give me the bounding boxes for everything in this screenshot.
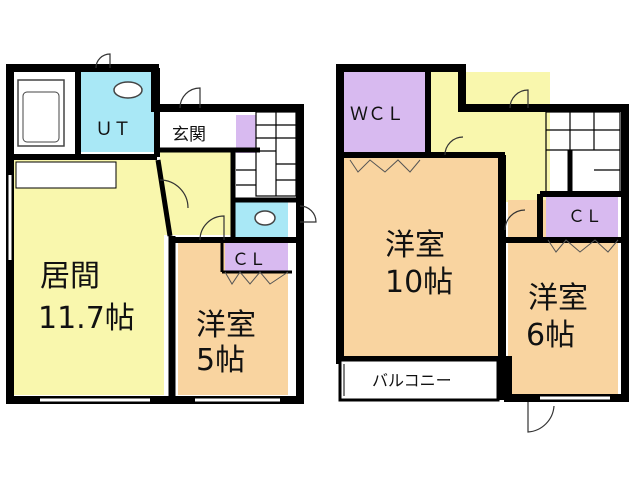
closet-label-2f: ＣＬ xyxy=(568,207,602,227)
wcl-area xyxy=(344,72,426,152)
living-room-name: 居間 xyxy=(40,259,100,294)
floor-2: ＷＣＬ 洋室 10帖 洋室 6帖 ＣＬ バルコニー xyxy=(336,64,629,433)
room6-name: 洋室 xyxy=(528,281,588,316)
room10-name: 洋室 xyxy=(385,228,445,263)
door-swing xyxy=(199,215,225,241)
door-swing xyxy=(504,209,526,231)
toilet-icon xyxy=(254,210,276,226)
closet-label-1f: ＣＬ xyxy=(232,250,266,270)
door-swing xyxy=(444,136,464,156)
door-swing xyxy=(95,53,111,69)
door-swing xyxy=(299,205,317,223)
room5-name: 洋室 xyxy=(196,308,256,343)
stairs-2f xyxy=(545,111,621,193)
closet-1f xyxy=(225,243,288,271)
door-swing xyxy=(179,87,201,109)
door-swing xyxy=(159,179,189,209)
ut-label: ＵＴ xyxy=(95,119,131,140)
stairs-1f xyxy=(236,111,297,197)
kitchen-counter xyxy=(15,161,117,189)
room6-size: 6帖 xyxy=(526,318,575,353)
floor-1: ＵＴ 玄関 居間 11.7帖 洋室 5帖 ＣＬ xyxy=(6,53,317,404)
door-swing xyxy=(509,89,529,109)
balcony xyxy=(338,358,500,402)
room10-size: 10帖 xyxy=(385,265,453,300)
wcl-label: ＷＣＬ xyxy=(350,104,404,125)
balcony-label: バルコニー xyxy=(372,371,452,390)
entrance-closet xyxy=(236,115,256,153)
room10-area xyxy=(344,158,498,358)
living-room-area xyxy=(14,160,164,395)
door-swing xyxy=(527,402,555,433)
living-room-size: 11.7帖 xyxy=(38,301,135,336)
room5-size: 5帖 xyxy=(196,343,245,378)
entrance-label: 玄関 xyxy=(172,125,206,145)
closet-2f xyxy=(546,196,618,238)
hall-area xyxy=(160,150,235,235)
washbasin-icon xyxy=(113,81,143,99)
